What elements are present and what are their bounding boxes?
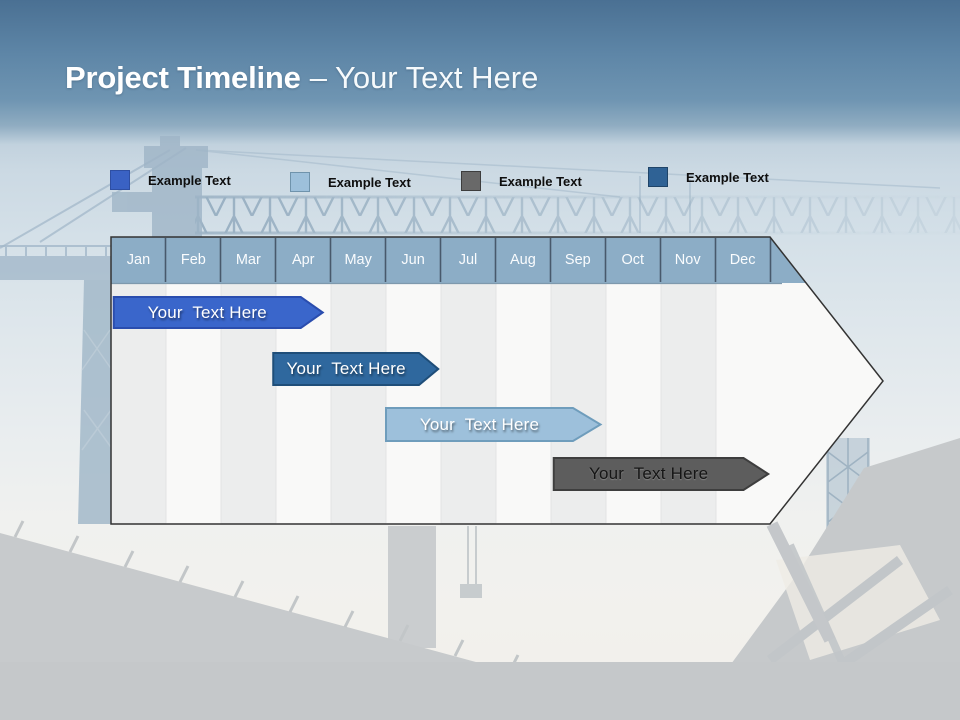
legend-label: Example Text [148, 172, 231, 188]
legend-item: Example Text [110, 169, 231, 191]
scaffold-strut [766, 556, 904, 664]
month-header-row: Jan Feb Mar Apr May Jun Jul Aug Sep Oct Nov Dec [111, 237, 770, 283]
timeline-arrow-outline [110, 236, 884, 525]
legend-item: Example Text [290, 171, 411, 193]
timeline-bar-4 [552, 457, 771, 491]
crane-mast-left [0, 245, 116, 524]
month-label-oct: Oct [621, 252, 645, 268]
month-label-feb: Feb [180, 252, 206, 268]
scaffold-strut [786, 543, 854, 682]
hoist-cables [467, 526, 477, 584]
timeline-bar-2 [272, 352, 440, 386]
month-label-mar: Mar [235, 252, 261, 268]
legend-item: Example Text [461, 170, 582, 192]
legend-label: Example Text [328, 174, 411, 190]
legend-swatch [290, 172, 310, 192]
page-title: Project Timeline– Your Text Here [65, 60, 538, 96]
month-column-stripe [441, 237, 496, 524]
month-label-dec: Dec [729, 252, 756, 268]
rebar-spikes [13, 520, 630, 702]
sky-gap [776, 545, 940, 660]
month-label-jun: Jun [401, 252, 425, 268]
legend-swatch [648, 167, 668, 187]
concrete-column [388, 526, 436, 648]
timeline-bar-label: Your Text Here [147, 303, 267, 322]
ground-strip [0, 662, 960, 720]
slab-left [0, 533, 690, 720]
month-header-separators [111, 238, 782, 285]
month-label-apr: Apr [291, 252, 315, 268]
scaffold-strut [766, 521, 836, 643]
month-label-aug: Aug [510, 252, 536, 268]
legend-swatch [461, 171, 481, 191]
timeline-bar-label: Your Text Here [419, 415, 540, 434]
timeline-bar-label: Your Text Here [589, 464, 709, 483]
scaffold-strut [817, 585, 953, 685]
legend-label: Example Text [686, 169, 769, 185]
timeline-bar-label: Your Text Here [286, 359, 406, 378]
legend-item: Example Text [648, 166, 769, 188]
month-column-stripe [221, 237, 276, 524]
month-header-band [111, 237, 806, 283]
timeline-bar-3 [385, 407, 603, 442]
crane-cables-left [0, 147, 187, 249]
month-label-sep: Sep [564, 252, 591, 268]
month-label-jul: Jul [458, 252, 478, 268]
hoist-block [460, 584, 482, 598]
title-suffix: – Your Text Here [309, 60, 539, 95]
crane-boom [195, 195, 960, 235]
month-label-jan: Jan [126, 252, 151, 268]
title-main: Project Timeline [65, 60, 301, 95]
gantt-bars [112, 296, 771, 491]
month-label-may: May [344, 252, 372, 268]
legend-swatch [110, 170, 130, 190]
timeline-bar-1 [112, 296, 325, 329]
timeline-arrow-graphic [110, 236, 884, 525]
month-column-stripe [111, 237, 166, 524]
legend-label: Example Text [499, 173, 582, 189]
month-label-nov: Nov [674, 252, 701, 268]
timeline-chart: Jan Feb Mar Apr May Jun Jul Aug Sep Oct Nov Dec You… [110, 236, 890, 528]
